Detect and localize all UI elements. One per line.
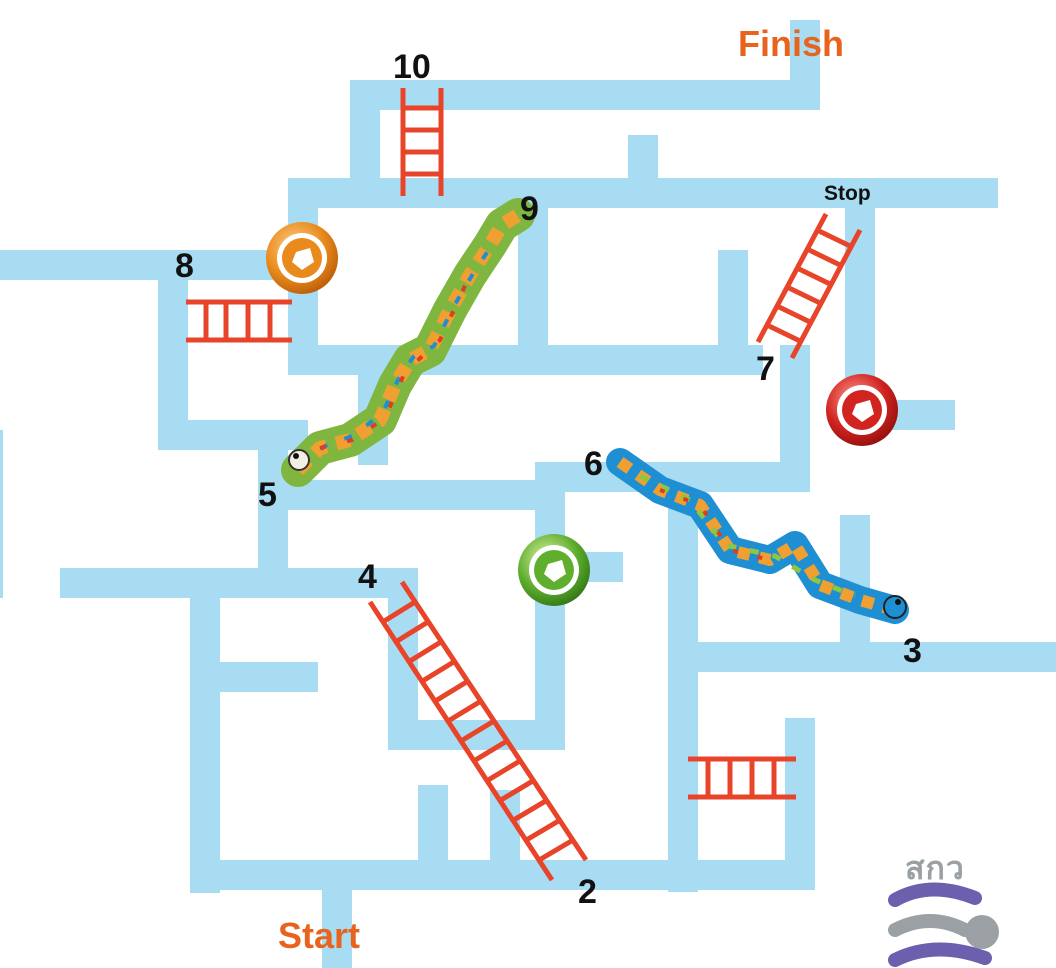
square-10-label: 10: [393, 50, 431, 84]
square-7-label: 7: [756, 352, 775, 386]
square-2-label: 2: [578, 875, 597, 909]
coin-icon: [518, 534, 590, 606]
square-9-label: 9: [520, 192, 539, 226]
coin-icon: [266, 222, 338, 294]
maze-paths: [0, 20, 1056, 968]
logo-icon: [895, 889, 999, 960]
ladder-rung: [539, 840, 573, 860]
ladder-rung: [487, 761, 520, 781]
ladder-rung: [448, 701, 481, 721]
ladder-rung: [526, 820, 560, 840]
ladder-rung: [422, 661, 455, 681]
stop-label: Stop: [824, 183, 871, 205]
start-label: Start: [278, 918, 360, 954]
square-8-label: 8: [175, 249, 194, 283]
ladder-rung: [435, 681, 468, 701]
coin-icon: [826, 374, 898, 446]
ladder-icon: [688, 759, 796, 797]
logo-text: สกว: [905, 852, 965, 884]
finish-label: Finish: [738, 26, 844, 62]
square-3-label: 3: [903, 634, 922, 668]
square-5-label: 5: [258, 478, 277, 512]
ladder-icon: [186, 302, 292, 340]
square-6-label: 6: [584, 447, 603, 481]
ladder-icon: [758, 214, 860, 358]
square-4-label: 4: [358, 560, 377, 594]
